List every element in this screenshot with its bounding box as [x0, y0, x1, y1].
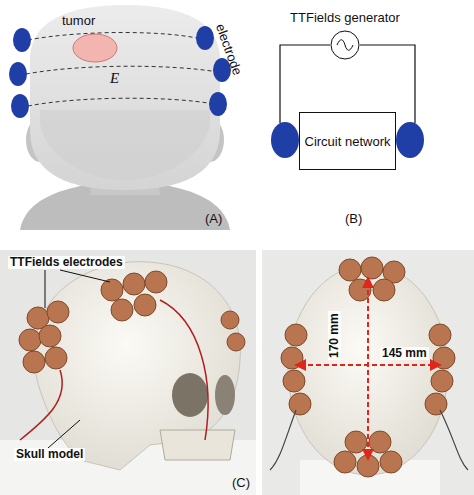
panel-label: (C) [232, 476, 250, 490]
callout-label: Skull model [14, 448, 85, 461]
panel-label: (B) [345, 212, 362, 226]
source-outline [330, 30, 360, 60]
dimension-label: 170 mm [328, 311, 341, 360]
node-heading: TTFields generator [290, 10, 400, 25]
node-text: Circuit network [305, 134, 391, 149]
skull-photo-top [262, 250, 474, 495]
skull-photo-side [0, 250, 256, 495]
dimension-label: 145 mm [380, 347, 429, 360]
ac-source: TTFields generator [330, 30, 360, 60]
head-illustration [9, 5, 231, 230]
part-label: tumor [62, 14, 95, 28]
circuit-box: Circuit network [299, 112, 396, 170]
callout-label: TTFields electrodes [8, 256, 125, 269]
panel-label: (A) [205, 212, 222, 226]
field-symbol: E [110, 70, 119, 87]
